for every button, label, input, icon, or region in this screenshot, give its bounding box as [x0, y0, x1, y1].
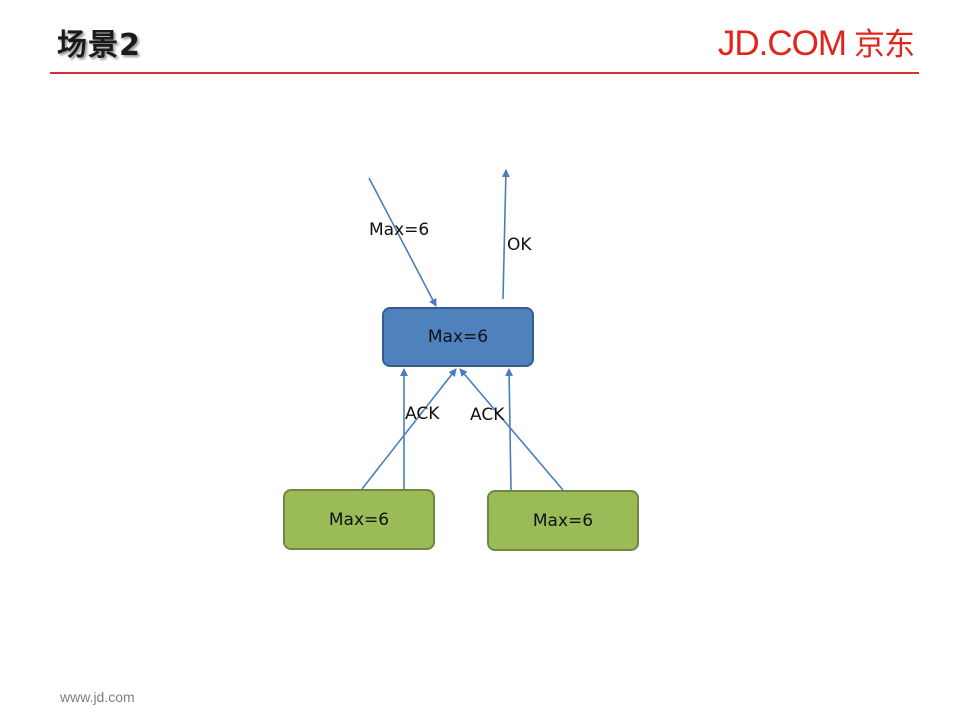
brand-cn: 京东	[854, 27, 915, 63]
right-node: Max=6	[487, 490, 639, 551]
footer-url[interactable]: www.jd.com	[60, 689, 135, 705]
ack-right-label: ACK	[470, 405, 505, 425]
center-node-label: Max=6	[427, 327, 489, 347]
right-diag-arrow	[459, 368, 564, 491]
brand-en: JD.COM	[717, 24, 847, 63]
left-node: Max=6	[283, 489, 435, 550]
header-divider	[50, 72, 919, 74]
slide-title: 场景2	[57, 28, 141, 63]
center-node: Max=6	[382, 307, 534, 367]
outgoing-arrow	[501, 169, 510, 300]
left-diag-arrow	[361, 368, 457, 490]
left-node-label: Max=6	[328, 509, 390, 530]
outgoing-label: OK	[507, 235, 532, 255]
incoming-label: Max=6	[369, 220, 430, 240]
right-ack-arrow	[505, 368, 514, 491]
ack-left-label: ACK	[405, 404, 440, 424]
incoming-arrow	[368, 177, 437, 307]
right-node-label: Max=6	[532, 510, 594, 531]
